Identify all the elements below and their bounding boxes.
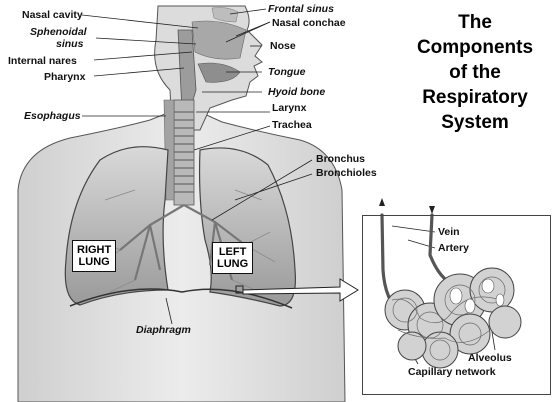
label-sphenoidal-sinus-1: Sphenoidal [30, 26, 87, 38]
label-nasal-conchae: Nasal conchae [272, 17, 346, 29]
title-line-5: System [400, 110, 550, 135]
label-internal-nares: Internal nares [8, 55, 77, 67]
title-line-3: of the [400, 60, 550, 85]
left-lung-label-1: LEFT [217, 246, 248, 258]
label-vein: Vein [438, 226, 460, 238]
right-lung-label-2: LUNG [77, 256, 111, 268]
label-nasal-cavity: Nasal cavity [22, 9, 83, 21]
label-esophagus: Esophagus [24, 110, 81, 122]
diagram-title: The Components of the Respiratory System [400, 10, 550, 135]
left-lung-label-2: LUNG [217, 258, 248, 270]
label-nose: Nose [270, 40, 296, 52]
label-larynx: Larynx [272, 102, 306, 114]
title-line-1: The [400, 10, 550, 35]
label-sphenoidal-sinus-2: sinus [56, 38, 83, 50]
label-capillary-network: Capillary network [408, 366, 496, 378]
label-diaphragm: Diaphragm [136, 324, 191, 336]
label-pharynx: Pharynx [44, 71, 85, 83]
right-lung-label: RIGHT LUNG [72, 240, 116, 272]
label-trachea: Trachea [272, 119, 312, 131]
title-line-4: Respiratory [400, 85, 550, 110]
nasal-cavity-shape [192, 21, 246, 59]
label-artery: Artery [438, 242, 469, 254]
right-lung-label-1: RIGHT [77, 244, 111, 256]
label-tongue: Tongue [268, 66, 306, 78]
label-hyoid-bone: Hyoid bone [268, 86, 325, 98]
left-lung-label: LEFT LUNG [212, 242, 253, 274]
label-frontal-sinus: Frontal sinus [268, 3, 334, 15]
title-line-2: Components [400, 35, 550, 60]
label-bronchus: Bronchus [316, 153, 365, 165]
label-bronchioles: Bronchioles [316, 167, 377, 179]
label-alveolus: Alveolus [468, 352, 512, 364]
